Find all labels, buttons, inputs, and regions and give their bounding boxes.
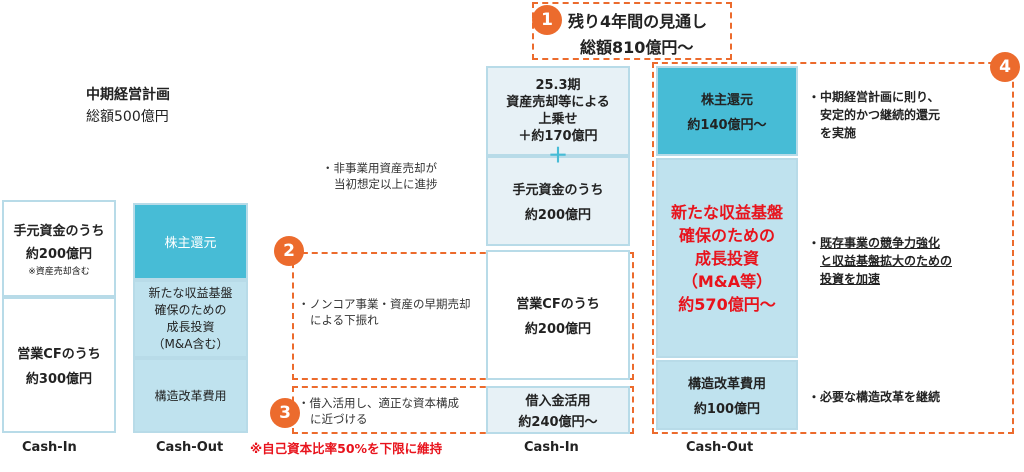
right-borrow-amount: 約240億円〜 [518, 415, 598, 430]
right-borrow-box: 借入金活用 約240億円〜 [486, 386, 630, 434]
right-opcf-amount: 約200億円 [524, 322, 592, 337]
left-cash-title: 手元資金のうち [13, 224, 105, 239]
note-noncore-line1: ノンコア事業・資産の早期売却 [298, 296, 471, 312]
left-cashout-label: Cash-Out [156, 440, 224, 455]
note-growth-line2: と収益基盤拡大のための [820, 254, 953, 268]
note-dividend-line3: を実施 [820, 126, 857, 140]
right-opcf-box: 営業CFのうち 約200億円 [486, 250, 630, 380]
note-asset-sale-line1: 非事業用資産売却が [322, 160, 438, 176]
badge-1: 1 [532, 5, 562, 35]
left-restructure-label: 構造改革費用 [154, 389, 227, 403]
outlook-total: 総額810億円〜 [580, 38, 694, 57]
right-restructure-title: 構造改革費用 [687, 377, 766, 392]
badge-3: 3 [270, 398, 300, 428]
right-cash-amount: 約200億円 [524, 208, 592, 223]
note-asset-sale: 非事業用資産売却が 当初想定以上に進捗 [322, 160, 438, 192]
note-noncore-line2: による下振れ [310, 313, 379, 327]
note-dividend-line2: 安定的かつ継続的還元 [820, 108, 941, 122]
right-growth-line1: 新たな収益基盤 [670, 202, 783, 222]
left-cash-note: ※資産売却含む [28, 267, 90, 277]
note-borrow: 借入活用し、適正な資本構成 に近づける [298, 395, 460, 427]
right-dividend-amount: 約140億円〜 [687, 118, 767, 133]
right-opcf-title: 営業CFのうち [516, 297, 600, 312]
note-restructure: 必要な構造改革を継続 [808, 388, 940, 406]
note-asset-sale-line2: 当初想定以上に進捗 [334, 177, 438, 191]
right-sale-line4: ＋約170億円 [518, 129, 598, 144]
note-growth: 既存事業の競争力強化 と収益基盤拡大のための 投資を加速 [808, 234, 952, 288]
note-growth-line3: 投資を加速 [820, 272, 881, 286]
left-opcf-box: 営業CFのうち 約300億円 [2, 297, 116, 433]
left-cashin-label: Cash-In [22, 440, 77, 455]
right-dividend-box: 株主還元 約140億円〜 [656, 66, 798, 156]
right-growth-box: 新たな収益基盤 確保のための 成長投資 （M&A等） 約570億円〜 [656, 158, 798, 358]
right-growth-amount: 約570億円〜 [678, 294, 776, 314]
note-borrow-line1: 借入活用し、適正な資本構成 [298, 395, 460, 411]
right-growth-line2: 確保のための [678, 225, 775, 245]
box-2 [292, 252, 634, 380]
note-borrow-line2: に近づける [310, 412, 368, 426]
note-restructure-line1: 必要な構造改革を継続 [808, 388, 940, 406]
right-growth-line4: （M&A等） [681, 271, 773, 291]
plus-icon: ＋ [548, 143, 568, 167]
badge-4: 4 [990, 52, 1020, 82]
right-sale-line1: 25.3期 [535, 78, 581, 93]
equity-ratio-note: ※自己資本比率50%を下限に維持 [250, 441, 443, 456]
left-dividend-box: 株主還元 [133, 203, 248, 280]
badge-2: 2 [274, 236, 304, 266]
right-cashout-label: Cash-Out [686, 440, 754, 455]
right-restructure-amount: 約100億円 [693, 402, 761, 417]
left-restructure-box: 構造改革費用 [133, 358, 248, 433]
left-opcf-title: 営業CFのうち [17, 347, 101, 362]
plan-title: 中期経営計画 [86, 87, 170, 103]
right-restructure-box: 構造改革費用 約100億円 [656, 360, 798, 430]
right-sale-line3: 上乗せ [538, 112, 578, 127]
note-noncore: ノンコア事業・資産の早期売却 による下振れ [298, 296, 471, 328]
left-dividend-label: 株主還元 [164, 236, 217, 251]
left-growth-box: 新たな収益基盤 確保のための 成長投資 （M&A含む） [133, 280, 248, 358]
right-dividend-title: 株主還元 [700, 93, 753, 108]
outlook-header-box [532, 2, 732, 60]
right-cash-box: 手元資金のうち 約200億円 [486, 156, 630, 246]
note-dividend-line1: 中期経営計画に則り、 [808, 88, 940, 106]
left-growth-line3: 成長投資 [166, 320, 215, 334]
right-growth-line3: 成長投資 [694, 248, 759, 268]
right-sale-box: 25.3期 資産売却等による 上乗せ ＋約170億円 [486, 66, 630, 156]
plan-total: 総額500億円 [86, 109, 169, 125]
box-4 [652, 62, 1014, 434]
note-growth-line1: 既存事業の競争力強化 [820, 236, 941, 250]
left-cash-box: 手元資金のうち 約200億円 ※資産売却含む [2, 200, 116, 297]
right-cashin-label: Cash-In [524, 440, 579, 455]
left-growth-line2: 確保のための [154, 303, 227, 317]
left-growth-line1: 新たな収益基盤 [148, 286, 233, 300]
left-opcf-amount: 約300億円 [25, 372, 93, 387]
right-borrow-title: 借入金活用 [525, 394, 591, 409]
left-growth-line4: （M&A含む） [152, 337, 229, 351]
note-dividend: 中期経営計画に則り、 安定的かつ継続的還元 を実施 [808, 88, 940, 142]
left-cash-amount: 約200億円 [25, 247, 93, 262]
outlook-title: 残り4年間の見通し [568, 12, 708, 31]
right-cash-title: 手元資金のうち [512, 183, 604, 198]
right-sale-line2: 資産売却等による [506, 95, 610, 110]
